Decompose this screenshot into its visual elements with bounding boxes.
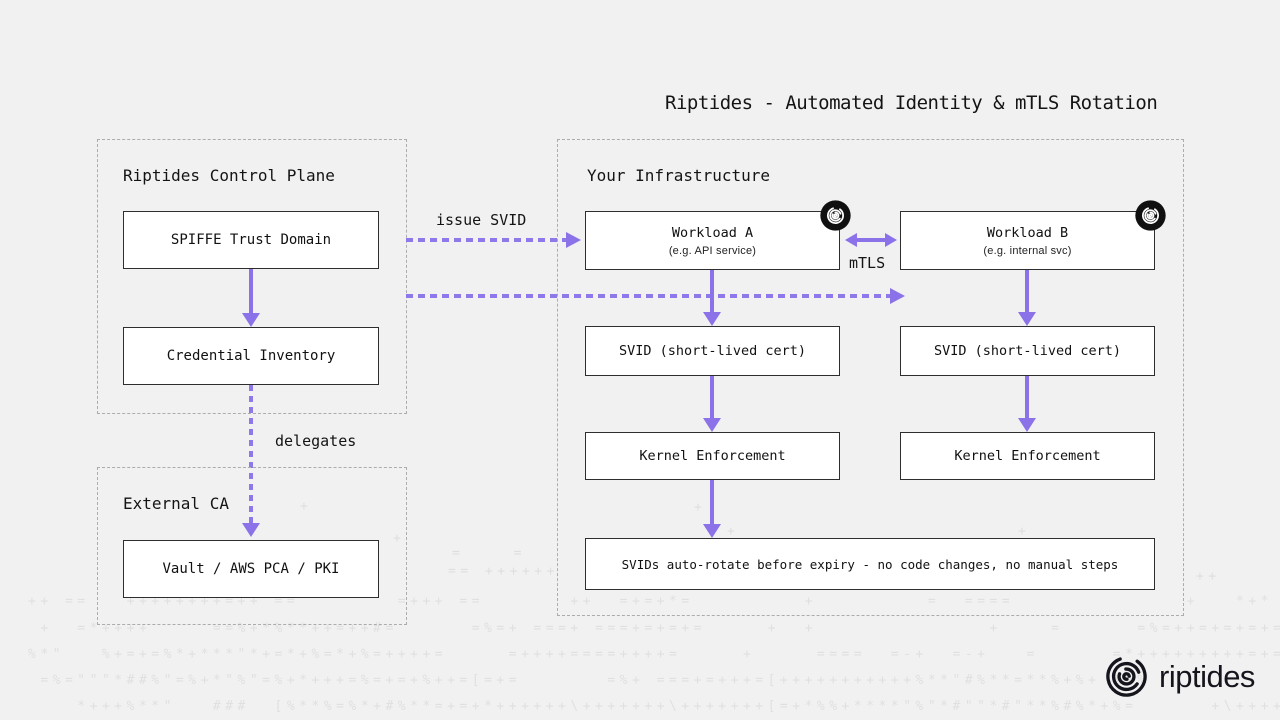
credential-inventory-label: Credential Inventory bbox=[166, 348, 336, 364]
ascii-noise-fragment: + bbox=[300, 499, 313, 514]
control-plane-label: Riptides Control Plane bbox=[123, 166, 335, 185]
ascii-noise-fragment: + bbox=[393, 531, 406, 546]
workload-b-box: Workload B (e.g. internal svc) bbox=[900, 211, 1155, 270]
riptides-logo-icon bbox=[1106, 656, 1147, 697]
arrow-spiffe-to-credential bbox=[249, 269, 253, 314]
kernel-enforcement-b-label: Kernel Enforcement bbox=[954, 448, 1101, 464]
arrowhead-down bbox=[1018, 418, 1036, 432]
arrowhead-down bbox=[703, 418, 721, 432]
workload-a-title: Workload A bbox=[671, 224, 754, 241]
page-title: Riptides - Automated Identity & mTLS Rot… bbox=[665, 92, 1158, 114]
svid-b-label: SVID (short-lived cert) bbox=[934, 343, 1121, 359]
issue-svid-label: issue SVID bbox=[436, 211, 527, 229]
riptides-badge-icon bbox=[1135, 200, 1166, 231]
arrow-svid-a-to-kernel bbox=[710, 376, 714, 419]
infrastructure-container bbox=[557, 139, 1184, 616]
workload-a-subtitle: (e.g. API service) bbox=[668, 244, 757, 257]
ascii-noise-fragment: + bbox=[1018, 524, 1031, 539]
ascii-noise-fragment: == ++++++ bbox=[448, 564, 559, 579]
spiffe-trust-domain-label: SPIFFE Trust Domain bbox=[170, 232, 332, 248]
arrow-workload-b-to-svid bbox=[1025, 270, 1029, 313]
ascii-noise-fragment: ++ bbox=[1196, 569, 1221, 584]
delegates-label: delegates bbox=[275, 432, 357, 450]
riptides-badge-icon bbox=[820, 200, 851, 231]
arrowhead-down bbox=[242, 523, 260, 537]
infrastructure-label: Your Infrastructure bbox=[587, 166, 771, 185]
arrowhead-down bbox=[703, 312, 721, 326]
credential-inventory-box: Credential Inventory bbox=[123, 327, 379, 385]
workload-a-box: Workload A (e.g. API service) bbox=[585, 211, 840, 270]
vault-aws-pca-pki-label: Vault / AWS PCA / PKI bbox=[162, 561, 340, 577]
arrow-delegates bbox=[249, 385, 253, 523]
svid-b-box: SVID (short-lived cert) bbox=[900, 326, 1155, 376]
arrow-svid-b-to-kernel bbox=[1025, 376, 1029, 419]
vault-aws-pca-pki-box: Vault / AWS PCA / PKI bbox=[123, 540, 379, 598]
workload-b-title: Workload B bbox=[986, 224, 1069, 241]
kernel-enforcement-b-box: Kernel Enforcement bbox=[900, 432, 1155, 480]
mtls-label: mTLS bbox=[849, 254, 886, 272]
ascii-noise-fragment: + bbox=[727, 524, 740, 539]
arrowhead-right bbox=[566, 232, 581, 248]
arrow-issue-svid-b bbox=[406, 294, 890, 298]
arrowhead-down bbox=[242, 313, 260, 327]
external-ca-label: External CA bbox=[123, 494, 229, 513]
svid-a-label: SVID (short-lived cert) bbox=[619, 343, 806, 359]
workload-b-subtitle: (e.g. internal svc) bbox=[983, 244, 1072, 257]
arrowhead-left bbox=[845, 233, 857, 247]
spiffe-trust-domain-box: SPIFFE Trust Domain bbox=[123, 211, 379, 269]
arrowhead-right bbox=[885, 233, 897, 247]
kernel-enforcement-a-box: Kernel Enforcement bbox=[585, 432, 840, 480]
riptides-wordmark: riptides bbox=[1159, 658, 1255, 694]
auto-rotate-banner-label: SVIDs auto-rotate before expiry - no cod… bbox=[621, 556, 1119, 572]
ascii-noise-fragment: = = bbox=[452, 546, 526, 561]
arrowhead-down bbox=[1018, 312, 1036, 326]
svid-a-box: SVID (short-lived cert) bbox=[585, 326, 840, 376]
ascii-noise-fragment: + bbox=[694, 500, 707, 515]
arrow-kernel-to-banner bbox=[710, 480, 714, 525]
ascii-noise-line: %*" %+=+=%*+***"*+=*+%=*+%=++++= =++++==… bbox=[28, 647, 1280, 662]
ascii-noise-line: *+++%**" ### [%**%=%*+#%**=+=+*++++++\++… bbox=[28, 699, 1280, 714]
arrow-issue-svid-a bbox=[406, 238, 566, 242]
external-ca-container bbox=[97, 467, 407, 625]
auto-rotate-banner-box: SVIDs auto-rotate before expiry - no cod… bbox=[585, 538, 1155, 590]
kernel-enforcement-a-label: Kernel Enforcement bbox=[639, 448, 786, 464]
arrowhead-right bbox=[890, 288, 905, 304]
arrow-mtls bbox=[856, 238, 886, 242]
riptides-logo: riptides bbox=[1103, 653, 1255, 700]
ascii-noise-line: =%="""*##%"=%+*"%"=%+*+++=%=+=+%++=[=+= … bbox=[28, 673, 1280, 688]
arrow-workload-a-to-svid bbox=[710, 270, 714, 313]
arrowhead-down bbox=[703, 524, 721, 538]
ascii-noise-line: ++ == ++++++++=++ == =+++ == ++ =+=+*= +… bbox=[28, 594, 1273, 609]
